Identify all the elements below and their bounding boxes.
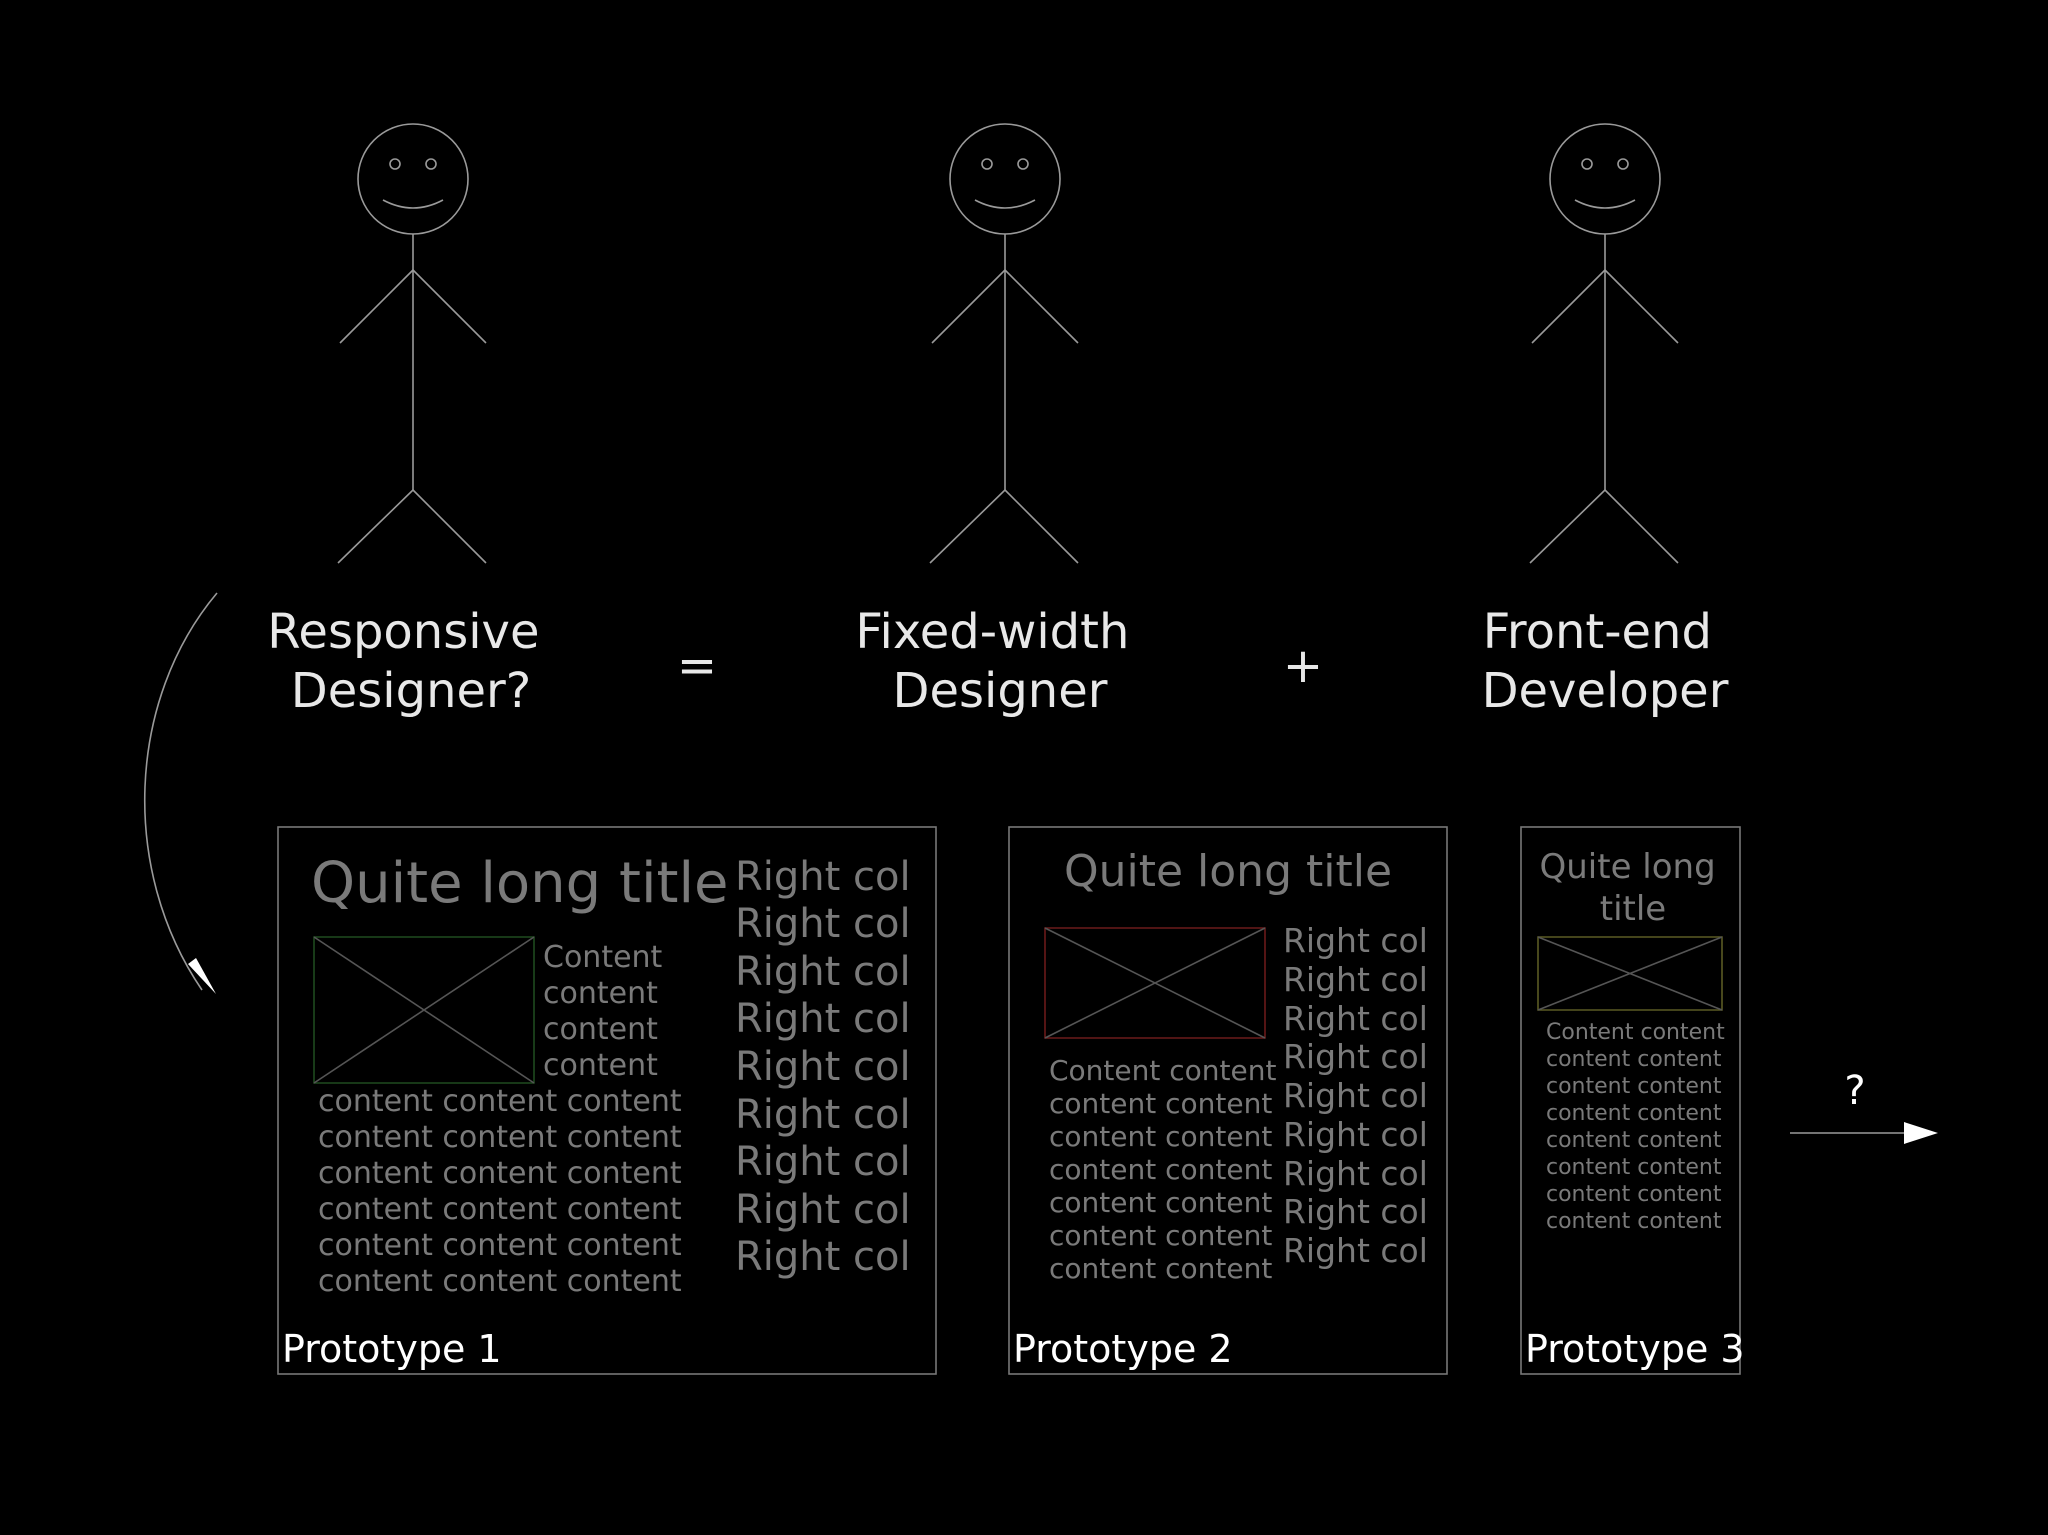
prototype-2-content-line: content content bbox=[1049, 1087, 1272, 1120]
prototype-2-content-line: content content bbox=[1049, 1219, 1272, 1252]
prototype-1-content-line: content content content bbox=[318, 1192, 682, 1227]
plus-operator: + bbox=[1283, 638, 1323, 694]
prototype-2-right-col: Right col bbox=[1283, 999, 1428, 1038]
prototype-2-right-col: Right col bbox=[1283, 1154, 1428, 1193]
prototype-2-mockup: Quite long title Content content content… bbox=[1008, 826, 1448, 1375]
prototype-1-content-line: content content content bbox=[318, 1228, 682, 1263]
prototype-2-right-col: Right col bbox=[1283, 1115, 1428, 1154]
prototype-1-side-content: Content bbox=[543, 940, 663, 975]
prototype-2-content-line: content content bbox=[1049, 1186, 1272, 1219]
prototype-2-content-line: content content bbox=[1049, 1153, 1272, 1186]
prototype-1-content-line: content content content bbox=[318, 1156, 682, 1191]
prototype-1-right-col: Right col bbox=[735, 1139, 911, 1185]
prototype-3-content-line: content content bbox=[1546, 1101, 1722, 1126]
prototype-1-side-content: content bbox=[543, 1012, 658, 1047]
prototype-3-content-line: content content bbox=[1546, 1128, 1722, 1153]
prototype-2-right-col: Right col bbox=[1283, 1192, 1428, 1231]
prototype-3-image-placeholder-icon bbox=[1538, 937, 1722, 1010]
prototype-2-label: Prototype 2 bbox=[1013, 1327, 1233, 1371]
next-step-question: ? bbox=[1844, 1068, 1865, 1114]
prototype-1-label: Prototype 1 bbox=[282, 1327, 502, 1371]
prototype-2-right-col: Right col bbox=[1283, 1231, 1428, 1270]
prototype-2-content-line: Content content bbox=[1049, 1054, 1276, 1087]
prototype-2-right-col: Right col bbox=[1283, 1076, 1428, 1115]
prototype-1-image-placeholder-icon bbox=[314, 937, 534, 1083]
prototype-3-frame bbox=[1520, 826, 1741, 1375]
prototype-1-content-line: content content content bbox=[318, 1264, 682, 1299]
prototype-1-content-line: content content content bbox=[318, 1084, 682, 1119]
prototype-2-right-col: Right col bbox=[1283, 1037, 1428, 1076]
prototype-1-right-col: Right col bbox=[735, 854, 911, 900]
prototype-3-content-line: content content bbox=[1546, 1047, 1722, 1072]
prototype-1-side-content: content bbox=[543, 1048, 658, 1083]
prototype-1-right-col: Right col bbox=[735, 1187, 911, 1233]
prototype-1-right-col: Right col bbox=[735, 949, 911, 995]
stick-figure-icon-fixed-width bbox=[930, 124, 1078, 563]
prototype-3-content-line: Content content bbox=[1546, 1020, 1725, 1045]
prototype-3-title: Quite long title bbox=[1539, 847, 1726, 929]
prototype-1-right-col: Right col bbox=[735, 1044, 911, 1090]
front-end-developer-label: Front-end Developer bbox=[1482, 604, 1729, 719]
prototype-1-frame bbox=[277, 826, 937, 1375]
prototype-2-right-col: Right col bbox=[1283, 921, 1428, 960]
prototype-2-image-placeholder-icon bbox=[1045, 928, 1265, 1038]
prototype-3-content-line: content content bbox=[1546, 1209, 1722, 1234]
next-step-arrow-head-icon bbox=[1904, 1122, 1938, 1144]
prototype-2-frame bbox=[1008, 826, 1448, 1375]
stick-figure-icon-responsive bbox=[338, 124, 486, 563]
prototype-2-content-line: content content bbox=[1049, 1120, 1272, 1153]
prototype-3-content-line: content content bbox=[1546, 1074, 1722, 1099]
stick-figure-icon-front-end bbox=[1530, 124, 1678, 563]
prototype-3-content-line: content content bbox=[1546, 1182, 1722, 1207]
prototype-3-label: Prototype 3 bbox=[1525, 1327, 1745, 1371]
curved-arrow-line bbox=[143, 592, 218, 991]
prototype-3-mockup: Quite long title Content content content… bbox=[1520, 826, 1745, 1375]
responsive-designer-label: Responsive Designer? bbox=[267, 604, 555, 719]
prototype-1-content-line: content content content bbox=[318, 1120, 682, 1155]
prototype-2-right-col: Right col bbox=[1283, 960, 1428, 999]
prototype-2-content-line: content content bbox=[1049, 1252, 1272, 1285]
equals-operator: = bbox=[677, 638, 717, 694]
prototype-2-title: Quite long title bbox=[1064, 846, 1392, 897]
fixed-width-designer-label: Fixed-width Designer bbox=[855, 604, 1144, 719]
prototype-1-mockup: Quite long title Content content content… bbox=[277, 826, 937, 1375]
curved-arrow-head-icon bbox=[188, 958, 216, 994]
prototype-3-content-line: content content bbox=[1546, 1155, 1722, 1180]
prototype-1-title: Quite long title bbox=[311, 851, 728, 916]
prototype-1-right-col: Right col bbox=[735, 1234, 911, 1280]
prototype-1-side-content: content bbox=[543, 976, 658, 1011]
prototype-1-right-col: Right col bbox=[735, 996, 911, 1042]
prototype-1-right-col: Right col bbox=[735, 901, 911, 947]
prototype-1-right-col: Right col bbox=[735, 1092, 911, 1138]
